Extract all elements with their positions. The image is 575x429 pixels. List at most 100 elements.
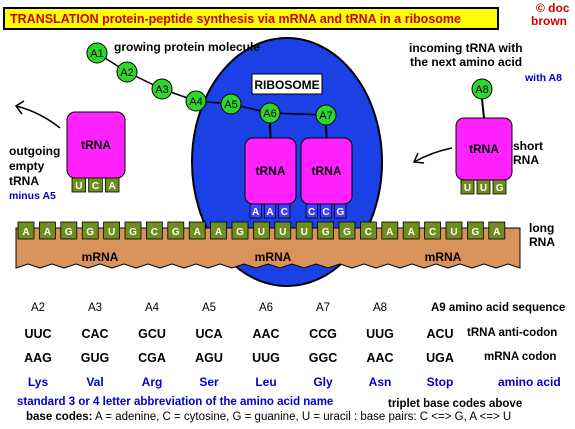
anticodon-letter: A [109, 181, 116, 192]
anticodon-base [249, 203, 262, 219]
table-codon-cell: GUG [80, 351, 110, 365]
abbreviation-note: standard 3 or 4 letter abbreviation of t… [17, 396, 334, 408]
table-name-cell: Stop [426, 375, 454, 389]
mrna-label-center: mRNA [255, 250, 292, 264]
amino-acid-label: A3 [155, 84, 168, 96]
mrna-base [231, 221, 249, 240]
table-codon-cell: AGU [195, 351, 223, 365]
mrna-base-letter: C [429, 227, 436, 238]
anticodon-label: tRNA anti-codon [467, 327, 558, 339]
incoming-arrow [412, 147, 453, 164]
mrna-base [381, 221, 399, 240]
trna-label: tRNA [81, 138, 111, 152]
mrna-base [488, 221, 506, 240]
mrna-base [39, 221, 56, 240]
anticodon-base [71, 177, 87, 193]
anticodon-letter: U [464, 183, 471, 194]
base-codes-prefix: base codes: [26, 411, 93, 423]
anticodon-letter: C [308, 207, 315, 218]
anticodon-base [476, 179, 491, 195]
amino-acid-label: A5 [224, 99, 237, 111]
mrna-base-letter: A [408, 227, 415, 238]
anticodon-letter: A [266, 207, 273, 218]
mrna-base-letter: G [322, 227, 330, 238]
mrna-base-letter: A [386, 227, 393, 238]
anticodon-letter: G [336, 207, 344, 218]
long-rna-label-2: RNA [529, 235, 555, 249]
amino-name-label: amino acid [498, 375, 561, 389]
table-anticodon-cell: CCG [309, 327, 337, 341]
mrna-base-letter: G [343, 227, 351, 238]
mrna-base [252, 221, 270, 240]
mrna-base [81, 221, 99, 240]
amino-acid-a8 [471, 78, 493, 100]
credit-line-2: brown [531, 14, 567, 28]
amino-acid-a6 [259, 102, 281, 124]
anticodon-base [263, 203, 277, 219]
short-rna-label-1: short [513, 139, 543, 153]
mrna-base-letter: A [493, 227, 500, 238]
table-anticodon-cell: ACU [426, 327, 454, 341]
mrna-base [17, 221, 35, 240]
mrna-base-letter: A [22, 227, 29, 238]
mrna-base [145, 221, 163, 240]
mrna-base-letter: C [365, 227, 372, 238]
mrna-base-letter: U [258, 227, 265, 238]
mrna-base [317, 221, 335, 240]
mrna-base-letter: A [194, 227, 201, 238]
mrna-base [167, 221, 185, 240]
amino-acid-row: A2 A3 A4 A5 A6 A7 A8 A9 amino acid seque… [0, 302, 575, 320]
growing-label: growing protein molecule [114, 40, 260, 54]
title-box [3, 7, 499, 30]
amino-acid-a4 [185, 90, 207, 112]
ribosome-label: RIBOSOME [254, 78, 319, 92]
table-aa-cell: A2 [30, 302, 46, 314]
mrna-label-right: mRNA [425, 250, 462, 264]
anticodon-letter: U [480, 183, 487, 194]
anticodon-letter: U [75, 181, 82, 192]
trna-label: tRNA [469, 142, 499, 156]
ribosome-label-box [251, 73, 323, 95]
mrna-base-letter: A [44, 227, 51, 238]
table-anticodon-cell: UCA [195, 327, 223, 341]
table-name-cell: Asn [368, 375, 392, 389]
anticodon-base [492, 179, 507, 195]
anticodon-base [305, 203, 318, 219]
anticodon-letter: A [252, 207, 259, 218]
anticodon-letter: G [496, 183, 504, 194]
table-codon-cell: UGA [426, 351, 454, 365]
amino-acid-label: A7 [319, 110, 332, 122]
table-name-cell: Arg [141, 375, 163, 389]
mrna-base-letter: C [151, 227, 158, 238]
base-codes-text: A = adenine, C = cytosine, G = guanine, … [95, 411, 512, 423]
mrna-label-left: mRNA [82, 250, 119, 264]
mrna-base [210, 221, 228, 240]
amino-acid-label: A6 [263, 108, 276, 120]
mrna-base [60, 221, 78, 240]
table-name-cell: Gly [313, 375, 333, 389]
with-a8-label: with A8 [524, 72, 562, 84]
mrna-base-letter: U [108, 227, 115, 238]
amino-acid-a3 [151, 78, 173, 100]
trna-label: tRNA [256, 164, 286, 178]
outgoing-label-2: empty [9, 159, 45, 173]
credit-line-1: © doc [536, 1, 570, 15]
mrna-base-letter: U [301, 227, 308, 238]
long-rna-label-1: long [529, 221, 554, 235]
title-text: TRANSLATION protein-peptide synthesis vi… [10, 12, 461, 26]
mrna-base [402, 221, 420, 240]
amino-name-row: Lys Val Arg Ser Leu Gly Asn Stop amino a… [0, 375, 575, 393]
anticodon-row: UUC CAC GCU UCA AAC CCG UUG ACU tRNA ant… [0, 327, 575, 345]
translation-diagram: TRANSLATION protein-peptide synthesis vi… [3, 1, 570, 287]
mrna-base-letter: G [65, 227, 73, 238]
table-aa-cell: A8 [372, 302, 388, 314]
anticodon-base [334, 203, 347, 219]
table-name-cell: Lys [27, 375, 49, 389]
outgoing-label-3: tRNA [9, 174, 39, 188]
amino-acid-a1 [86, 42, 108, 64]
amino-acid-label: A8 [475, 84, 488, 96]
outgoing-label-1: outgoing [9, 144, 60, 158]
